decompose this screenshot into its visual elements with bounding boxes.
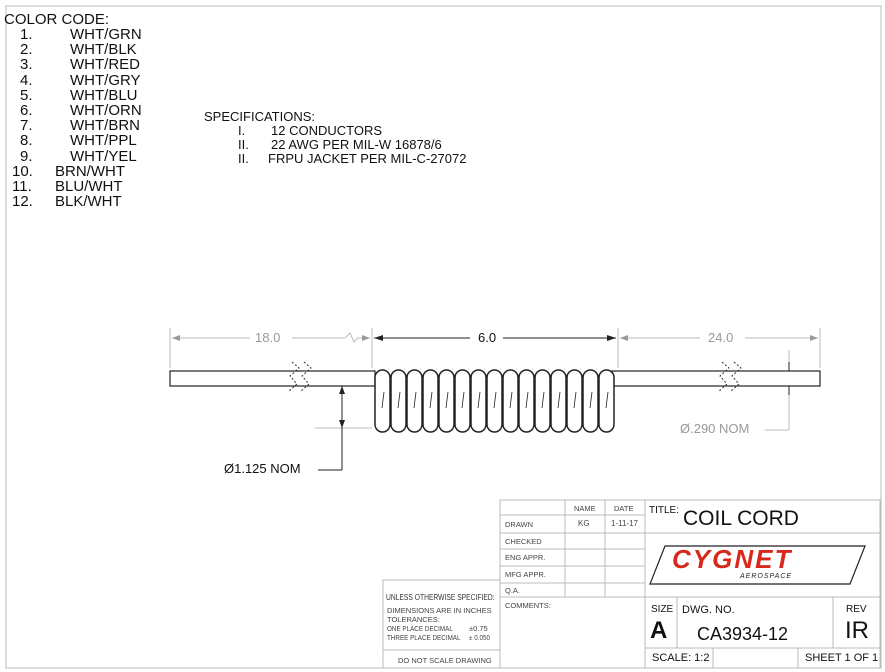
cygnet-logo-shape [649,545,866,585]
rev-label: REV [846,604,867,615]
spec-3-num: II. [238,151,249,166]
coil-hatch [541,391,545,409]
color-code-value: WHT/PPL [70,132,137,150]
color-code-number: 10. [12,162,33,180]
spec-2-num: II. [238,137,249,152]
coil-hatch [381,391,385,409]
dim-coil-diameter: Ø1.125 NOM [224,461,301,476]
color-code-number: 8. [20,132,33,150]
three-place-tolerance: ± 0.050 [469,633,490,642]
spec-1-text: 12 CONDUCTORS [271,123,383,138]
signoff-label: Q.A. [505,586,521,595]
scale: SCALE: 1:2 [652,652,710,664]
color-code-number: 5. [20,86,33,104]
color-code-number: 4. [20,71,33,89]
coil-hatch [461,391,465,409]
dim-cord-diameter: Ø.290 NOM [680,421,750,436]
coil-hatch [525,391,529,409]
specifications-title: SPECIFICATIONS: [204,109,315,124]
coil-hatch [589,391,593,409]
coil-hatch [397,391,401,409]
three-place-decimal: THREE PLACE DECIMAL [387,633,461,642]
color-code-number: 1. [20,26,33,43]
color-code-number: 3. [20,56,33,74]
coil-hatch [573,391,577,409]
one-place-decimal: ONE PLACE DECIMAL [387,624,453,633]
spec-3-text: FRPU JACKET PER MIL-C-27072 [268,151,467,166]
dim-left-length: 18.0 [255,330,281,345]
do-not-scale: DO NOT SCALE DRAWING [398,656,492,665]
coil-hatch [477,391,481,409]
color-code-value: BLU/WHT [55,178,123,195]
color-code-number: 11. [12,178,32,195]
rev-value: IR [845,617,869,644]
date-header: DATE [614,504,634,513]
dimensions-in-inches: DIMENSIONS ARE IN INCHES [387,606,492,615]
color-code-value: WHT/RED [70,56,140,74]
unless-specified: UNLESS OTHERWISE SPECIFIED: [386,593,495,602]
color-code-value: WHT/BLU [70,86,138,104]
color-code-number: 2. [20,41,33,59]
signoff-label: ENG APPR. [505,553,546,562]
title-label: TITLE: [649,505,680,516]
color-code-number: 12. [12,193,33,211]
coil-hatch [605,391,609,409]
signoff-label: DRAWN [505,520,534,529]
one-place-tolerance: ±0.75 [469,624,488,633]
logo-text: CYGNET [672,544,793,574]
size-label: SIZE [651,604,674,615]
dwg-no-label: DWG. NO. [682,604,735,616]
spec-2-text: 22 AWG PER MIL-W 16878/6 [271,137,442,152]
color-code-value: BLK/WHT [55,193,122,211]
coil-hatch [509,391,513,409]
signoff-label: CHECKED [505,537,542,546]
coil-hatch [557,391,561,409]
color-code-value: WHT/GRY [70,71,141,89]
dim-right-length: 24.0 [708,330,734,345]
size-value: A [650,617,668,644]
tolerances-label: TOLERANCES: [387,615,440,624]
coil-hatch [413,391,417,409]
sheet: SHEET 1 OF 1 [805,652,879,664]
spec-1-num: I. [238,123,246,138]
color-code-value: WHT/GRN [70,26,142,43]
signoff-date: 1-11-17 [611,519,638,528]
color-code-number: 9. [20,147,33,165]
name-header: NAME [574,504,596,513]
dim-coil-length: 6.0 [478,330,497,345]
comments-label: COMMENTS: [505,601,551,610]
signoff-name: KG [578,519,590,528]
color-code-number: 6. [20,102,33,119]
color-code-value: WHT/BLK [70,41,137,59]
color-code-value: WHT/ORN [70,102,142,119]
dwg-no: CA3934-12 [697,624,789,644]
drawing-title: COIL CORD [683,507,799,530]
coil-hatch [429,391,433,409]
logo-subtext: AEROSPACE [740,573,793,580]
coil-hatch [445,391,449,409]
color-code-value: WHT/YEL [70,147,137,165]
color-code-value: WHT/BRN [70,117,140,135]
color-code-number: 7. [20,117,33,135]
color-code-title: COLOR CODE: [4,11,110,28]
color-code-value: BRN/WHT [55,162,125,180]
signoff-label: MFG APPR. [505,570,546,579]
coil-hatch [493,391,497,409]
